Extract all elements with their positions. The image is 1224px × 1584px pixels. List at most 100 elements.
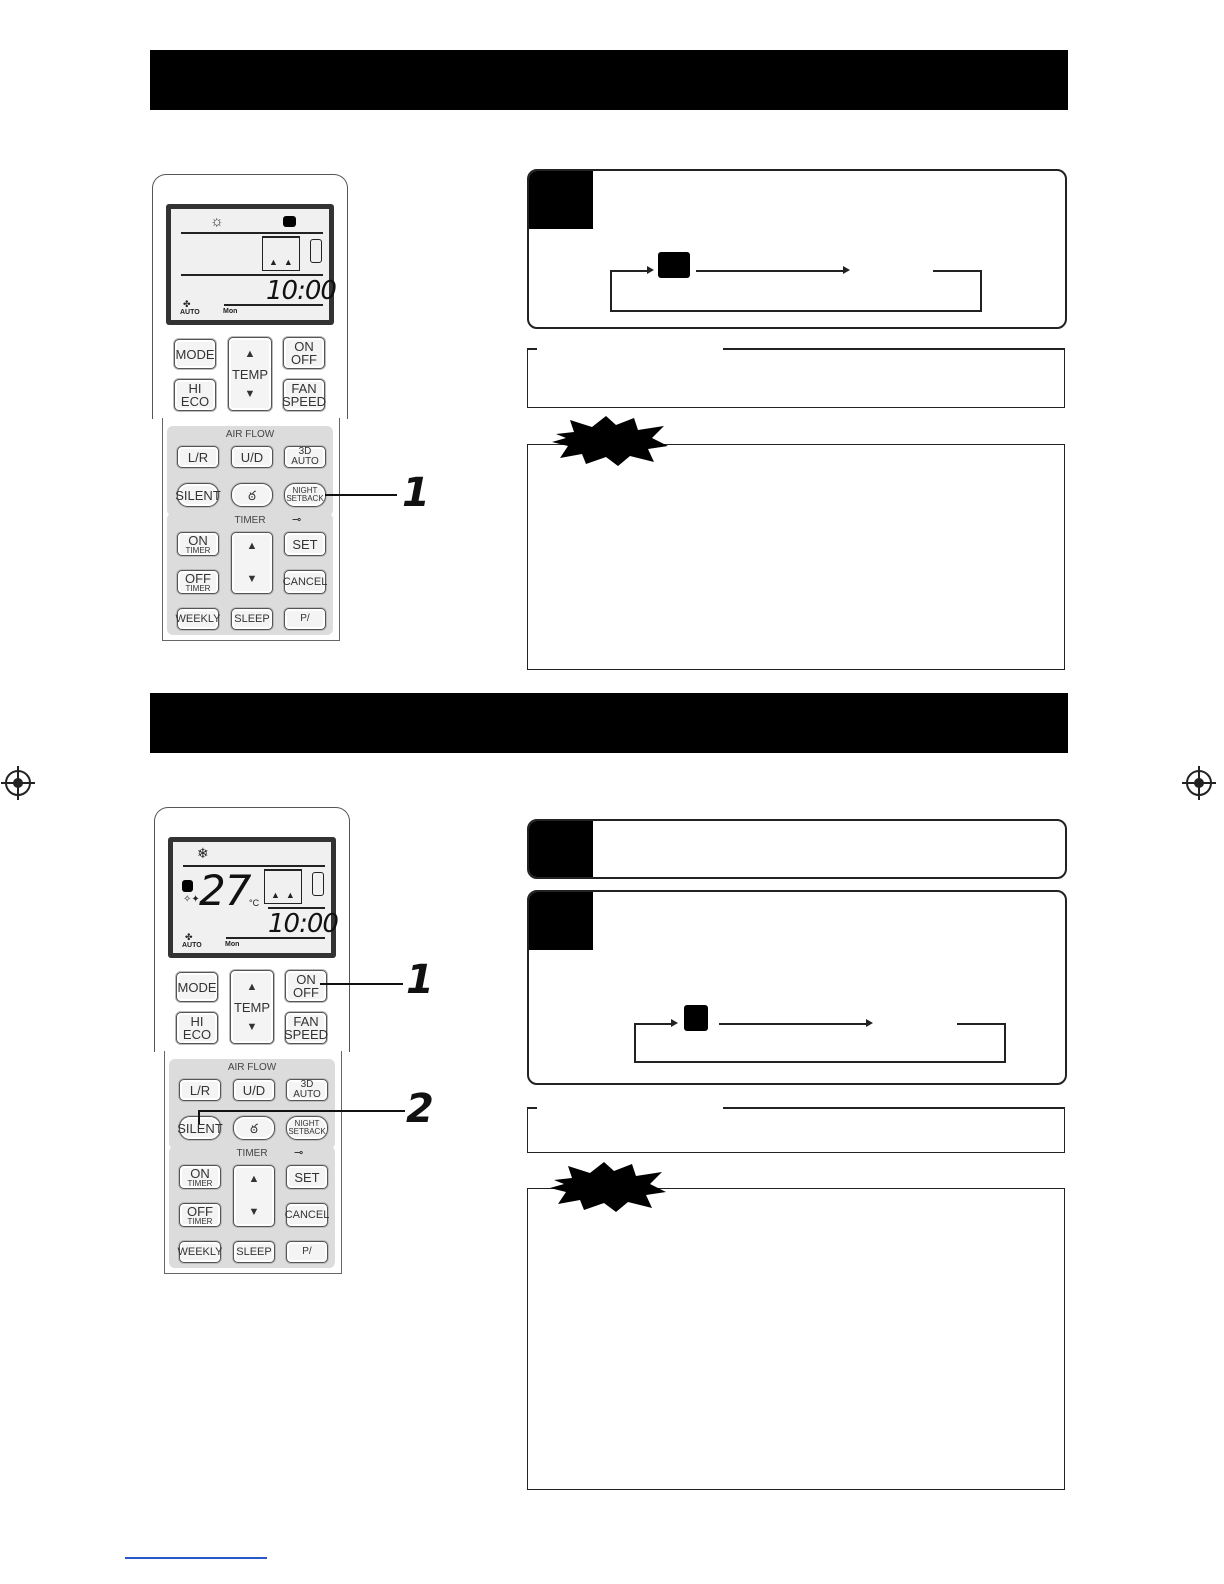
p-button[interactable]: P/ (284, 608, 326, 630)
footer-rule (125, 1557, 267, 1559)
off-label: OFF (293, 985, 319, 1000)
flow-arrowhead-1 (671, 1019, 678, 1027)
remote-control-1: ☼ ▲▲ 10:00 ✤ AUTO Mon MODE ▲ TEMP ▼ ON O… (152, 174, 348, 644)
timer-rocker[interactable]: ▲ ▼ (233, 1165, 275, 1227)
lcd-divider-3 (224, 304, 323, 306)
day-label: Mon (225, 941, 240, 948)
cancel-button[interactable]: CANCEL (284, 1203, 330, 1227)
night-label: NIGHT (292, 486, 318, 495)
night-setback-button[interactable]: NIGHT SETBACK (286, 1116, 328, 1140)
mode-button[interactable]: MODE (174, 339, 216, 369)
step-frame-2a (527, 819, 1067, 879)
swing-button[interactable]: ఠ (231, 483, 273, 507)
hi-label: HI (188, 381, 202, 396)
lcd-divider-2 (268, 907, 325, 909)
lr-button[interactable]: L/R (177, 446, 219, 468)
mode-label: MODE (177, 979, 217, 995)
mode-label: MODE (175, 346, 215, 362)
off-label: OFF (291, 352, 317, 367)
on-timer-sub: TIMER (187, 1178, 213, 1188)
snowflake-icon: ❄ (197, 845, 209, 861)
3d-auto-button[interactable]: 3D AUTO (284, 446, 326, 468)
registration-mark-right (1182, 766, 1216, 800)
off-timer-button[interactable]: OFF TIMER (179, 1203, 221, 1227)
clock-time: 10:00 (266, 276, 337, 306)
clock-time: 10:00 (268, 909, 339, 939)
fan-auto-label: AUTO (180, 309, 200, 316)
louver-arrows: ▲▲ (271, 890, 301, 900)
on-off-button[interactable]: ON OFF (283, 337, 325, 369)
fan-speed-button[interactable]: FAN SPEED (284, 1012, 328, 1044)
off-timer-label: OFF (187, 1203, 213, 1219)
set-button[interactable]: SET (286, 1165, 328, 1189)
set-label: SET (294, 1169, 320, 1185)
fan-label: FAN (293, 1014, 319, 1029)
on-off-button[interactable]: ON OFF (285, 970, 327, 1002)
silent-label: SILENT (175, 487, 221, 503)
flow-arrow-2 (719, 1023, 869, 1025)
section-header-bar-2 (150, 693, 1068, 753)
off-timer-label: OFF (185, 570, 211, 586)
ud-button[interactable]: U/D (231, 446, 273, 468)
step-frame-1 (527, 169, 1067, 329)
remote-upper-body: ☼ ▲▲ 10:00 ✤ AUTO Mon MODE ▲ TEMP ▼ ON O… (152, 174, 348, 419)
ud-button[interactable]: U/D (233, 1079, 275, 1101)
person-indicator-icon (310, 239, 322, 263)
off-timer-button[interactable]: OFF TIMER (177, 570, 219, 594)
day-label: Mon (223, 308, 238, 315)
temp-rocker[interactable]: ▲ TEMP ▼ (228, 337, 272, 411)
weekly-label: WEEKLY (175, 612, 221, 625)
remote-control-2: ❄ ✧✦ 27 °C ▲▲ 10:00 ✤ AUTO Mon MODE ▲ TE… (154, 807, 350, 1277)
temp-rocker[interactable]: ▲ TEMP ▼ (230, 970, 274, 1044)
hi-eco-button[interactable]: HI ECO (174, 379, 216, 411)
sleep-label: SLEEP (234, 612, 270, 625)
house-thermometer-icon (283, 216, 296, 227)
lcd-divider (181, 232, 323, 234)
flow-line-3 (933, 270, 980, 272)
on-timer-button[interactable]: ON TIMER (177, 532, 219, 556)
cancel-label: CANCEL (282, 575, 328, 588)
on-timer-button[interactable]: ON TIMER (179, 1165, 221, 1189)
set-label: SET (292, 536, 318, 552)
cancel-button[interactable]: CANCEL (282, 570, 328, 594)
airflow-label: AIR FLOW (227, 1062, 277, 1073)
louver-arrows: ▲▲ (269, 257, 299, 267)
caution-starburst-icon (552, 416, 668, 466)
p-button[interactable]: P/ (286, 1241, 328, 1263)
lcd-divider-3 (226, 937, 325, 939)
temp-up-icon: ▲ (246, 980, 258, 993)
silent-button[interactable]: SILENT (177, 1116, 223, 1140)
remote-lower-body: AIR FLOW L/R U/D 3D AUTO SILENT ఠ NIGHT … (164, 1051, 342, 1274)
fan-speed-button[interactable]: FAN SPEED (281, 379, 327, 411)
caution-starburst-icon (550, 1162, 666, 1212)
weekly-button[interactable]: WEEKLY (177, 1241, 223, 1263)
silent-button[interactable]: SILENT (175, 483, 221, 507)
sleep-button[interactable]: SLEEP (231, 608, 273, 630)
hi-eco-button[interactable]: HI ECO (176, 1012, 218, 1044)
lr-label: L/R (189, 1082, 211, 1098)
swing-button[interactable]: ఠ (233, 1116, 275, 1140)
speed-label: SPEED (281, 394, 327, 409)
callout-leader-2 (200, 1110, 405, 1112)
step-badge (529, 171, 593, 229)
mode-button[interactable]: MODE (176, 972, 218, 1002)
lcd-display: ☼ ▲▲ 10:00 ✤ AUTO Mon (166, 204, 337, 325)
timer-rocker[interactable]: ▲ ▼ (231, 532, 273, 594)
lr-button[interactable]: L/R (179, 1079, 221, 1101)
flow-loop (610, 270, 982, 312)
cancel-label: CANCEL (284, 1208, 330, 1221)
sleep-button[interactable]: SLEEP (233, 1241, 275, 1263)
set-button[interactable]: SET (284, 532, 326, 556)
on-timer-sub: TIMER (185, 545, 211, 555)
3d-auto-button[interactable]: 3D AUTO (286, 1079, 328, 1101)
remote-lower-body: AIR FLOW L/R U/D 3D AUTO SILENT ఠ NIGHT … (162, 418, 340, 641)
weekly-button[interactable]: WEEKLY (175, 608, 221, 630)
callout-number-1: 1 (402, 470, 430, 516)
sparkle-icon: ✧✦ (183, 894, 200, 905)
fan-label: FAN (291, 381, 317, 396)
temp-up-icon: ▲ (244, 347, 256, 360)
temp-unit: °C (249, 898, 260, 908)
lcd-display: ❄ ✧✦ 27 °C ▲▲ 10:00 ✤ AUTO Mon (168, 837, 339, 958)
silent-person-icon (182, 880, 193, 892)
night-setback-button[interactable]: NIGHT SETBACK (284, 483, 326, 507)
